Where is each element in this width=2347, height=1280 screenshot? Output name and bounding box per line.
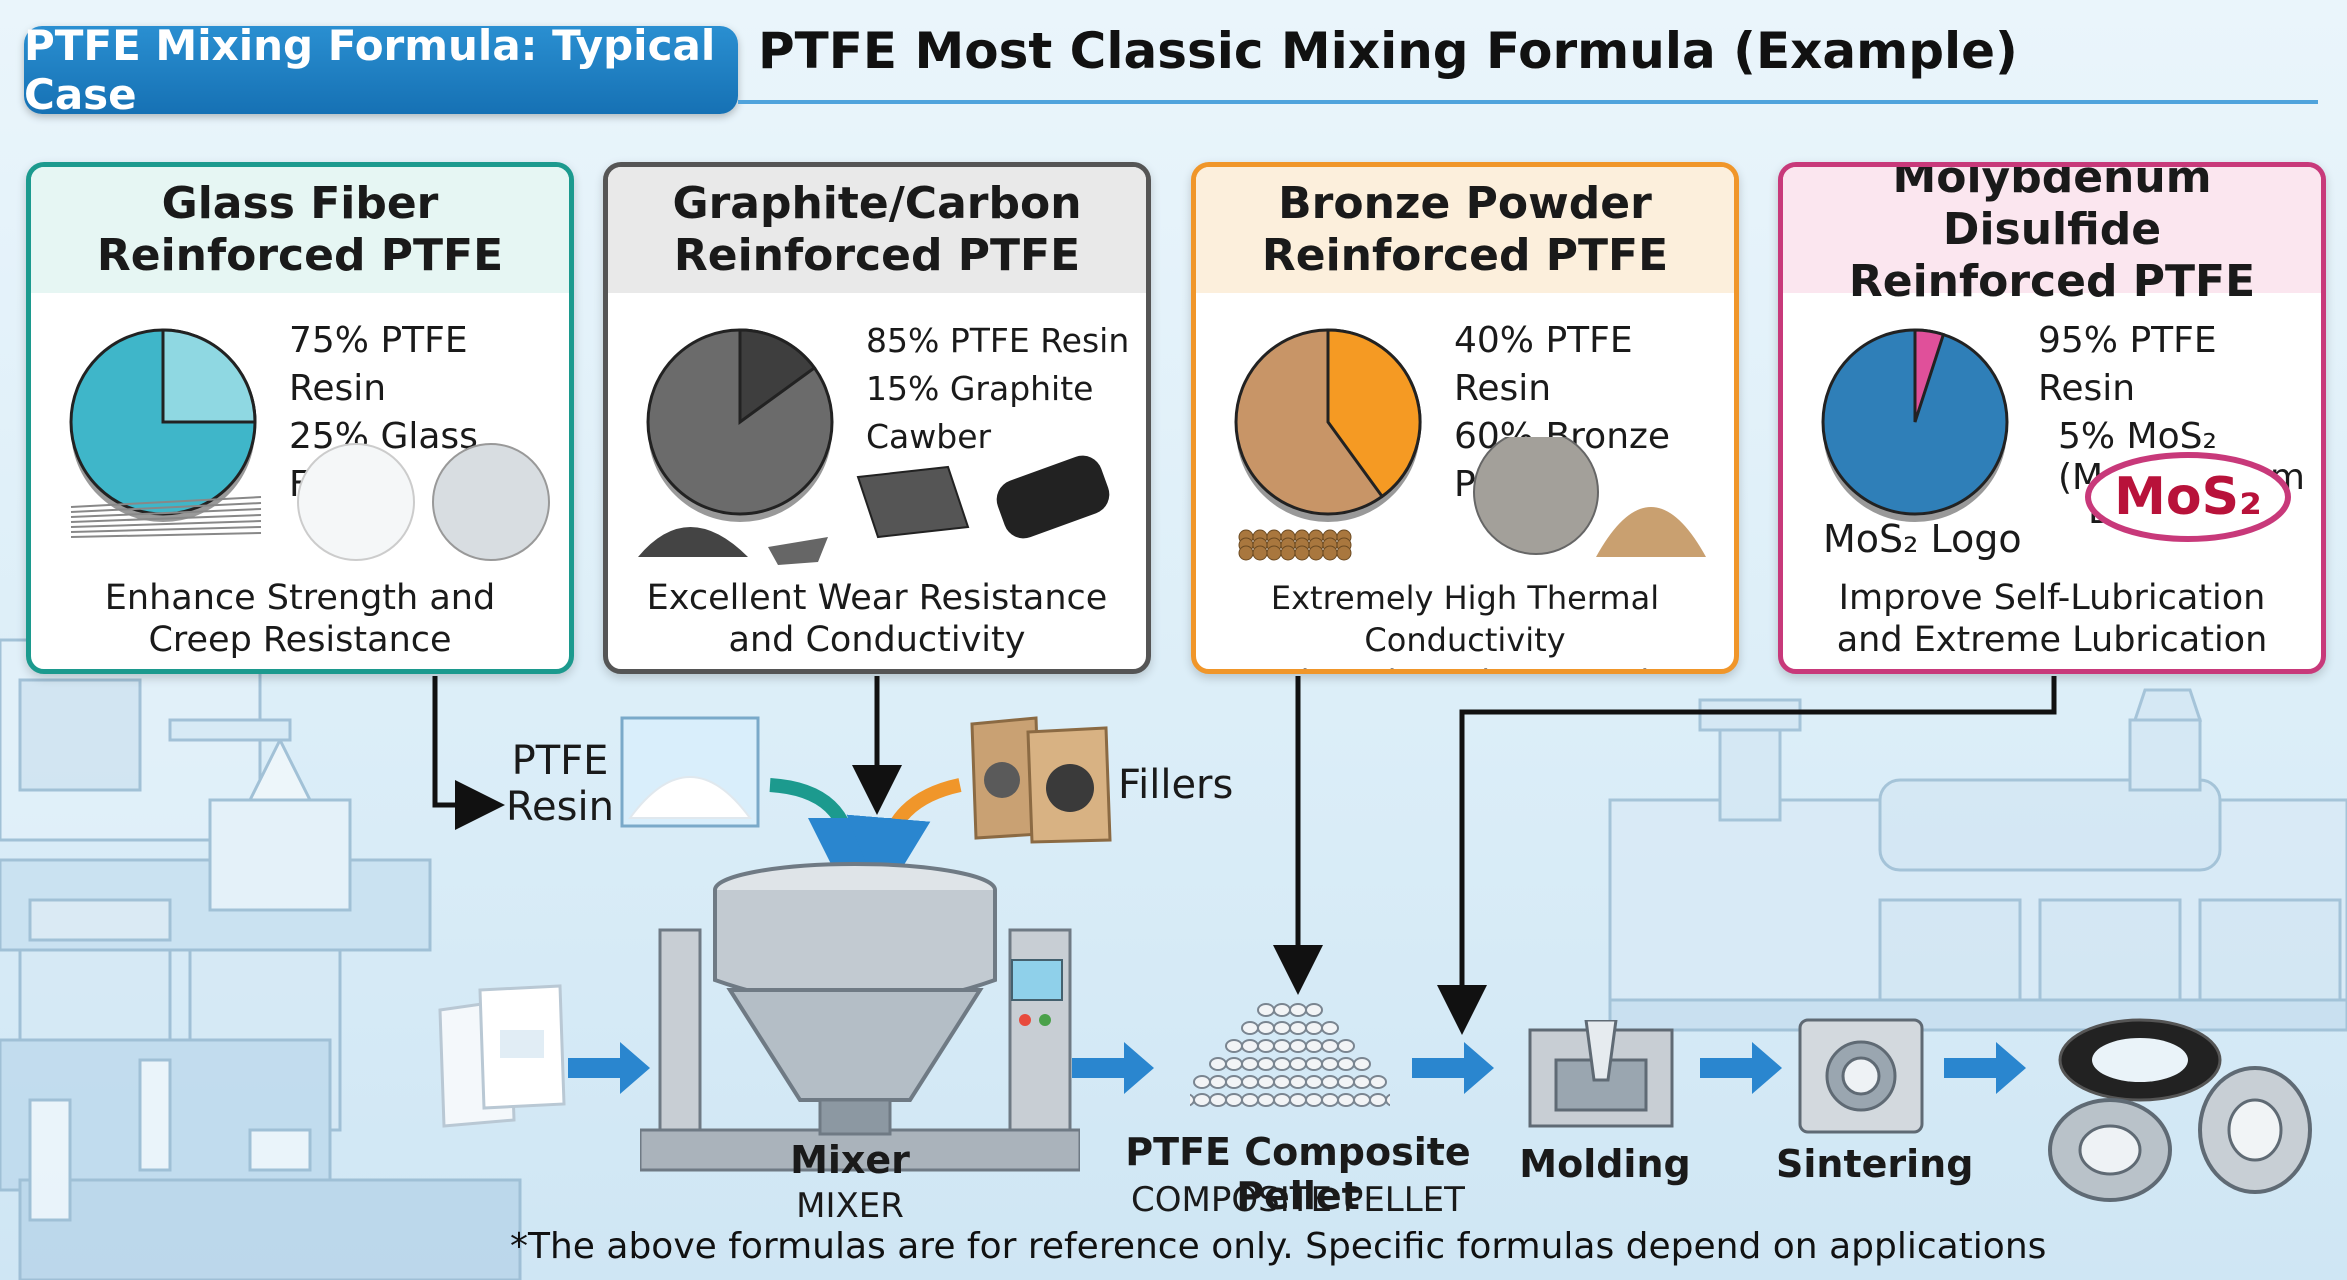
final-parts-image	[2048, 1018, 2312, 1202]
pie-slice-filler	[1913, 328, 1946, 423]
composition-pie	[1821, 328, 2009, 522]
card-benefit: Extremely High Thermal Conductivity and …	[1196, 577, 1734, 669]
composition-line1: 85% PTFE Resin	[866, 321, 1130, 360]
card-benefit: Improve Self-Lubrication and Extreme Lub…	[1783, 577, 2321, 661]
filler-bags-image	[970, 716, 1112, 844]
formula-card-4: Molybdenum Disulfide Reinforced PTFE 95%…	[1778, 162, 2326, 674]
benefit-line1: Excellent Wear Resistance	[646, 578, 1108, 618]
card-title-line1: Glass Fiber	[161, 178, 439, 229]
benefit-line1: Improve Self-Lubrication	[1838, 578, 2266, 618]
pellet-sublabel: COMPOSITE PELLET	[1131, 1180, 1465, 1220]
resin-label: PTFE Resin	[495, 738, 625, 830]
pellet-label: PTFE Composite Pellet	[1125, 1130, 1471, 1218]
composition-pie	[1234, 328, 1422, 522]
card-header: Molybdenum Disulfide Reinforced PTFE	[1783, 167, 2321, 307]
card-title-line1: Graphite/Carbon	[672, 178, 1082, 229]
resin-label-line2: Resin	[506, 784, 614, 830]
benefit-line1: Enhance Strength and	[104, 578, 496, 618]
card-benefit: Enhance Strength and Creep Resistance	[31, 577, 569, 661]
card-benefit: Excellent Wear Resistance and Conductivi…	[608, 577, 1146, 661]
sintering-image	[1798, 1018, 1924, 1134]
card-title-line1: Bronze Powder	[1278, 178, 1652, 229]
material-illustration	[2085, 452, 2291, 542]
benefit-line2: Creep Resistance	[148, 620, 452, 660]
benefit-line2: and Load-Bearing Capacity	[1196, 661, 1734, 669]
material-illustration	[638, 455, 1110, 565]
header-tag: PTFE Mixing Formula: Typical Case	[24, 21, 738, 119]
card-title-line2: Reinforced PTFE	[96, 230, 504, 281]
molding-label: Molding	[1519, 1142, 1691, 1186]
mos2-logo-caption: MoS₂ Logo	[1823, 517, 2022, 561]
mixer-image	[640, 862, 1080, 1172]
sintering-label: Sintering	[1776, 1142, 1974, 1186]
resin-powder-image	[620, 716, 760, 828]
fillers-label: Fillers	[1118, 762, 1234, 808]
material-illustration	[1238, 437, 1706, 561]
mixer-label: Mixer	[790, 1138, 910, 1182]
page-title: PTFE Most Classic Mixing Formula (Exampl…	[758, 22, 2018, 80]
benefit-line1: Extremely High Thermal Conductivity	[1270, 579, 1660, 659]
footnote: *The above formulas are for reference on…	[510, 1226, 2047, 1267]
card-title-line2: Reinforced PTFE	[1848, 256, 2256, 307]
card-header: Graphite/Carbon Reinforced PTFE	[608, 167, 1146, 293]
card-title-line2: Reinforced PTFE	[673, 230, 1081, 281]
resin-bags-image	[438, 984, 566, 1128]
pellets-image	[1190, 1003, 1390, 1107]
card-title-line1: Molybdenum Disulfide	[1892, 162, 2212, 255]
pie-slice-filler	[1326, 328, 1422, 499]
benefit-line2: and Extreme Lubrication	[1836, 620, 2268, 660]
composition-line1: 75% PTFE Resin	[289, 320, 468, 409]
mixer-sublabel: MIXER	[796, 1186, 904, 1226]
composition-pie	[646, 328, 834, 522]
formula-card-2: Graphite/Carbon Reinforced PTFE 85% PTFE…	[603, 162, 1151, 674]
pie-slice-filler	[738, 328, 817, 425]
resin-label-line1: PTFE	[511, 738, 609, 784]
card-header: Bronze Powder Reinforced PTFE	[1196, 167, 1734, 293]
composition-line2: 5% MoS₂	[2058, 416, 2217, 457]
molding-image	[1528, 1020, 1674, 1128]
formula-card-1: Glass Fiber Reinforced PTFE 75% PTFE Res…	[26, 162, 574, 674]
card-composition: 85% PTFE Resin 15% Graphite Cawber	[866, 317, 1146, 461]
benefit-line2: and Conductivity	[728, 620, 1026, 660]
header-underline	[738, 100, 2318, 104]
pie-slice-filler	[161, 328, 257, 424]
formula-card-3: Bronze Powder Reinforced PTFE 40% PTFE R…	[1191, 162, 1739, 674]
composition-line1: 95% PTFE Resin	[2038, 320, 2217, 409]
mos2-logo: MoS₂	[2114, 467, 2262, 527]
material-illustration	[70, 443, 550, 561]
card-title-line2: Reinforced PTFE	[1261, 230, 1669, 281]
composition-line1: 40% PTFE Resin	[1454, 320, 1633, 409]
card-header: Glass Fiber Reinforced PTFE	[31, 167, 569, 293]
composition-line2: 15% Graphite Cawber	[866, 369, 1094, 456]
